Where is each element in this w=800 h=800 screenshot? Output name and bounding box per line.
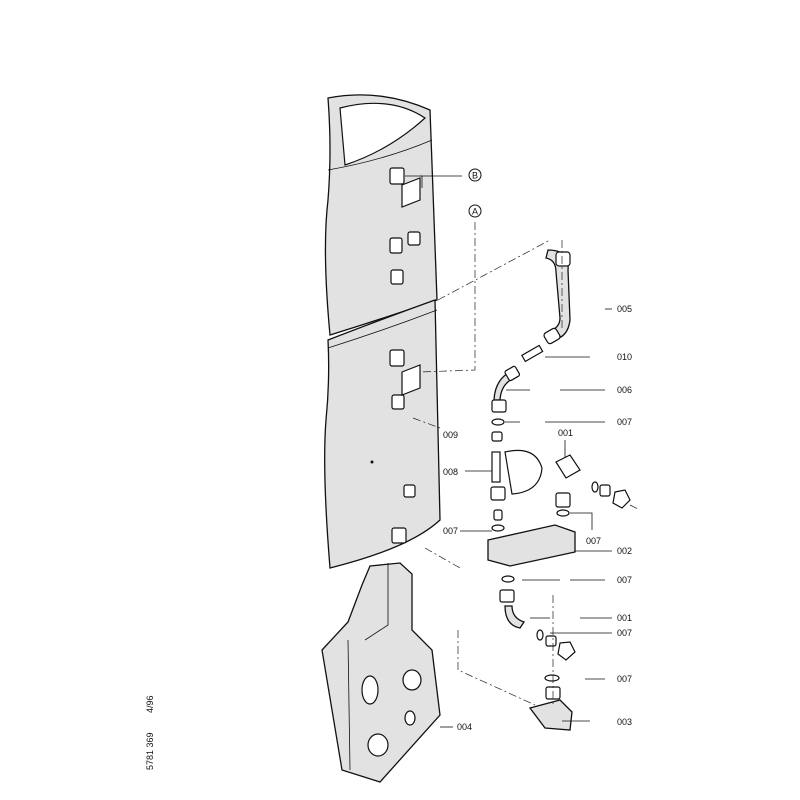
- label-009: 009: [443, 430, 458, 440]
- label-010: 010: [617, 352, 632, 362]
- drawing-reference: 5781 369 4/96: [145, 695, 155, 770]
- drawing-date: 4/96: [145, 695, 155, 713]
- callout-a: A: [468, 204, 482, 218]
- label-007: 007: [617, 674, 632, 684]
- callout-b: B: [468, 168, 482, 182]
- part-004-insulation-block: [321, 562, 441, 783]
- tank-upper-section: [324, 94, 438, 336]
- label-007: 007: [617, 417, 632, 427]
- part-labels: 005 010 006 007 009 001 008 007 007 002 …: [443, 304, 632, 732]
- label-007: 007: [617, 575, 632, 585]
- label-007: 007: [617, 628, 632, 638]
- label-002: 002: [617, 546, 632, 556]
- center-lines: [412, 222, 641, 706]
- callout-a-text: A: [472, 207, 478, 217]
- callout-b-text: B: [472, 171, 478, 181]
- label-005: 005: [617, 304, 632, 314]
- label-001: 001: [558, 428, 573, 438]
- pipe-assembly: [487, 249, 631, 731]
- tank-lower-section: [324, 177, 441, 569]
- label-004: 004: [457, 722, 472, 732]
- drawing-code: 5781 369: [145, 732, 155, 770]
- label-006: 006: [617, 385, 632, 395]
- label-001: 001: [617, 613, 632, 623]
- label-008: 008: [443, 467, 458, 477]
- label-007: 007: [586, 536, 601, 546]
- label-007: 007: [443, 526, 458, 536]
- leader-lines: [420, 175, 612, 728]
- label-003: 003: [617, 717, 632, 727]
